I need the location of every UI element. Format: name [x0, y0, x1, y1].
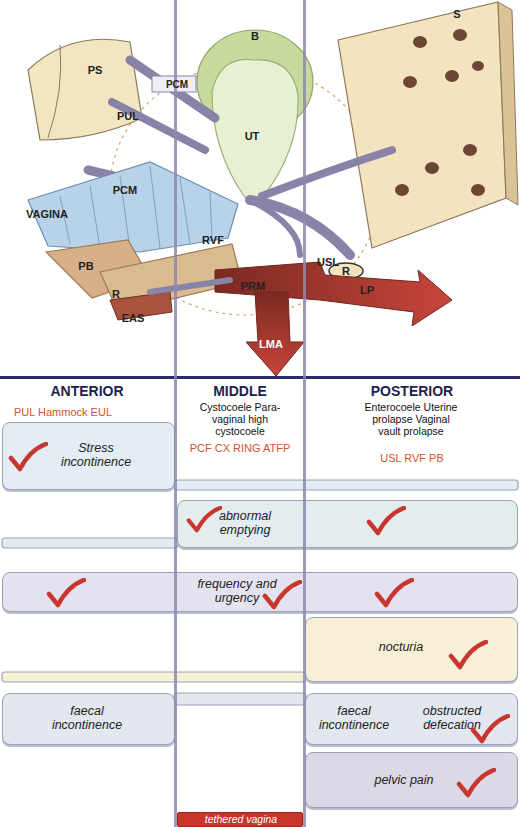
part-label: PB [72, 260, 100, 273]
column-note: Cystocoele Para-vaginal high cystocoele [197, 401, 283, 437]
bone-edge [48, 45, 61, 138]
symptom-band: pelvic pain [305, 752, 518, 808]
part-label: R [108, 288, 124, 301]
symptom-band: faecal incontinence [2, 693, 175, 745]
part-label: S [448, 8, 466, 21]
label-box [152, 76, 196, 92]
column-divider [174, 0, 177, 827]
band-strip [174, 480, 518, 490]
part-label: PRM [234, 280, 272, 293]
vagina-stripes [60, 166, 212, 250]
column-note: PCF CX RING ATFP [177, 442, 303, 455]
part-label: UT [238, 130, 266, 143]
force-arrow [215, 262, 452, 326]
part-label: R [339, 265, 353, 278]
band-text: abnormal emptying [206, 509, 284, 537]
check-mark [369, 508, 404, 533]
sacrum-side [498, 2, 518, 205]
sacral-foramina [395, 29, 485, 196]
check-mark [473, 716, 508, 741]
foramen [471, 184, 485, 196]
foramen [472, 61, 484, 71]
symptom-band: frequency and urgency [2, 572, 518, 612]
column-header: POSTERIOR [306, 383, 518, 399]
symptom-band: abnormal emptying [177, 500, 518, 548]
symptom-band: tethered vagina [177, 812, 303, 827]
band-text: faecal incontinence [45, 704, 129, 732]
stripe [210, 192, 212, 240]
sacrum [338, 2, 506, 248]
stripe [150, 166, 160, 248]
vagina [28, 162, 238, 252]
band-text: nocturia [356, 640, 446, 654]
part-label: RVF [194, 234, 232, 247]
band-text: tethered vagina [178, 813, 304, 826]
band-text: frequency and urgency [187, 577, 287, 605]
part-label: PUL [110, 110, 146, 123]
band-strip [174, 693, 306, 705]
band-text: Stress incontinence [51, 441, 141, 469]
muscle-band [150, 280, 230, 292]
check-mark [377, 580, 412, 605]
check-mark [265, 582, 300, 607]
column-header: ANTERIOR [0, 383, 174, 399]
check-mark [49, 580, 84, 605]
foramen [413, 36, 427, 48]
part-label: PS [78, 64, 112, 77]
part-label: LP [356, 284, 378, 297]
check-mark [189, 508, 221, 531]
column-header: MIDDLE [177, 383, 303, 399]
column-note: PUL Hammock EUL [14, 406, 172, 419]
part-label: LMA [254, 338, 288, 351]
foramen [395, 184, 409, 196]
foramen [445, 70, 459, 82]
check-mark [459, 770, 494, 795]
symptom-band: nocturia [305, 617, 518, 682]
part-label: VAGINA [14, 208, 80, 221]
band-text: obstructed defecation [410, 704, 494, 732]
foramen [425, 162, 439, 174]
foramen [403, 76, 417, 88]
ligament [130, 60, 215, 118]
part-label: PCM [106, 184, 144, 197]
pubic-symphysis [28, 39, 142, 140]
band-strip [2, 672, 306, 682]
header-rule [0, 376, 520, 379]
part-label: EAS [116, 312, 150, 325]
foramen [463, 144, 477, 156]
band-text: faecal incontinence [312, 704, 396, 732]
stripe [90, 186, 100, 248]
part-label: PCM [157, 78, 197, 91]
check-mark [11, 444, 46, 469]
band-text: pelvic pain [354, 773, 454, 787]
ligament [250, 200, 300, 255]
symptom-band: faecal incontinence obstructed defecation [305, 693, 518, 745]
uterus [212, 59, 298, 201]
column-divider [303, 0, 306, 827]
symptom-band: Stress incontinence [2, 422, 175, 490]
column-note: Enterocoele Uterine prolapse Vaginal vau… [361, 401, 461, 437]
part-label: USL [310, 256, 346, 269]
column-note: USL RVF PB [306, 452, 518, 465]
force-arrow [246, 292, 304, 376]
ligament [262, 150, 392, 196]
foramen [453, 29, 467, 41]
ligament [112, 102, 205, 150]
part-label: B [245, 30, 265, 43]
ligament [250, 200, 350, 255]
check-mark [451, 642, 486, 667]
band-strip [2, 538, 178, 548]
stripe [180, 178, 190, 244]
